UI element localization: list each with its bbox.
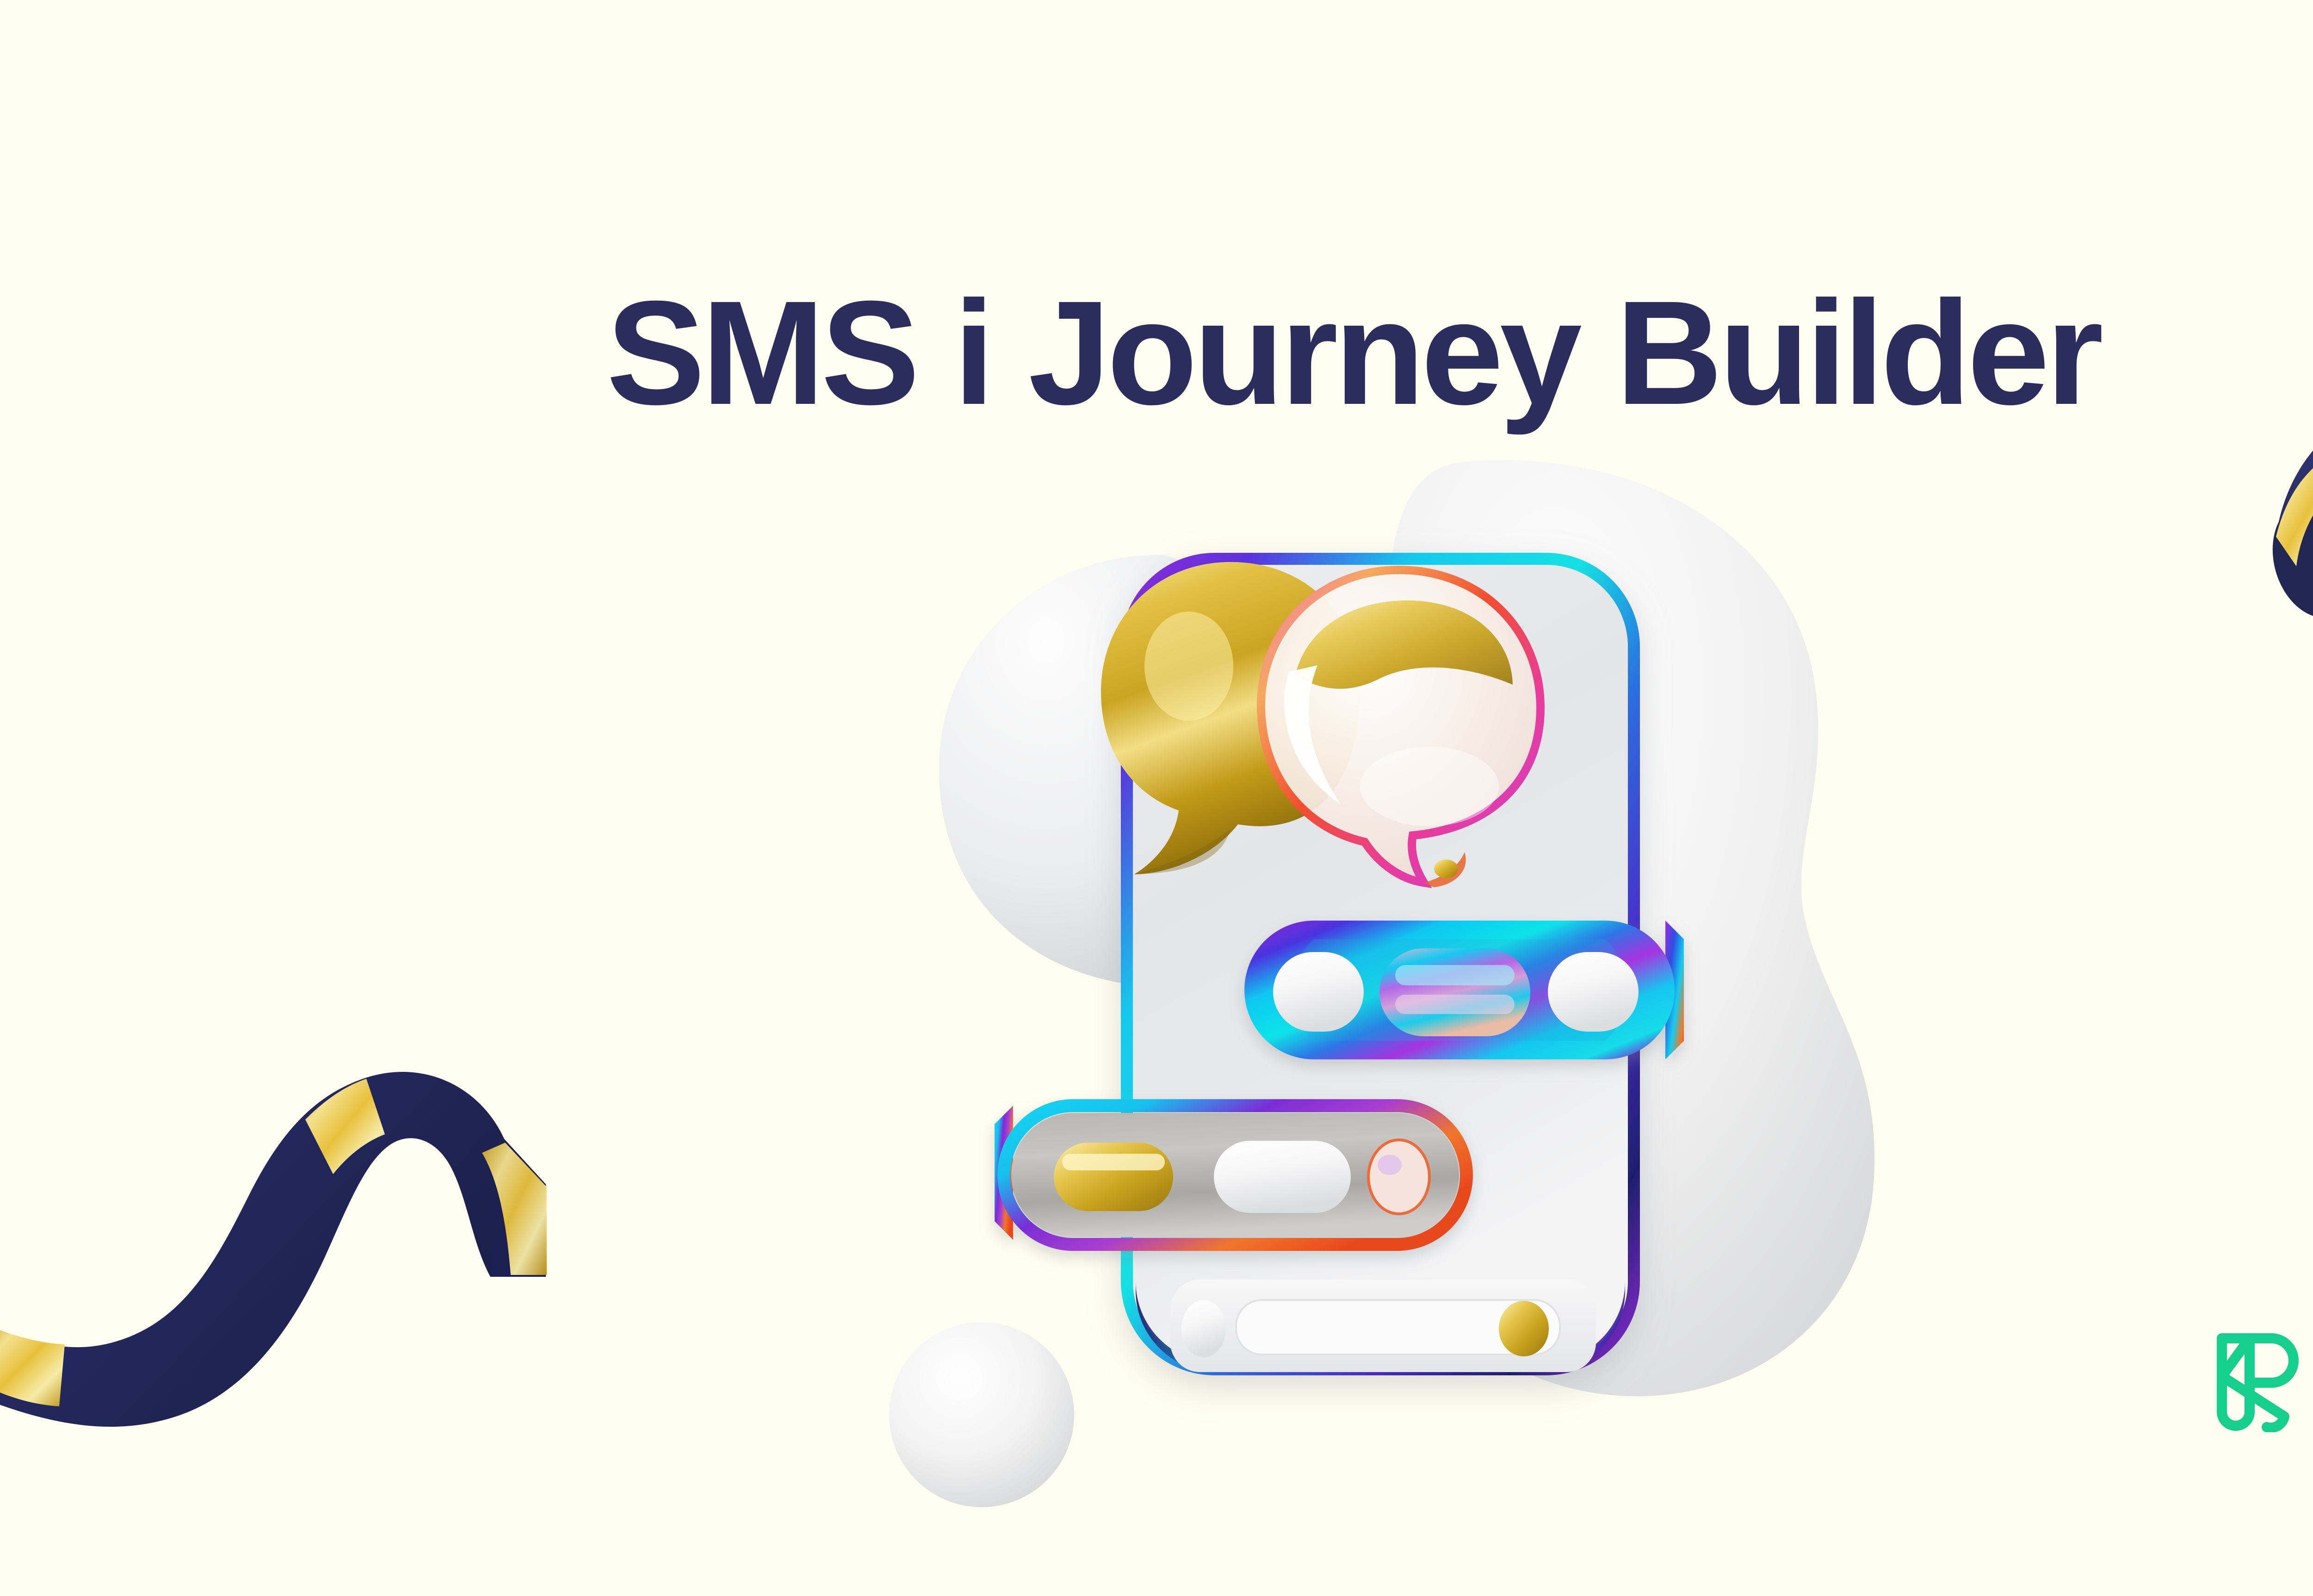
journey-toggle-upper (1244, 921, 1684, 1059)
navy-gold-ribbon-bottom-left (0, 1072, 547, 1427)
rule-monogram-icon (2216, 1332, 2300, 1432)
journey-toggle-lower (995, 1099, 1473, 1251)
navy-gold-ribbon-top-right (2272, 451, 2313, 618)
white-sphere (889, 1322, 1074, 1507)
message-input-bar (1170, 1280, 1596, 1372)
brand-logo[interactable]: RULE (2216, 1332, 2313, 1432)
page-title: SMS i Journey Builder (606, 270, 2103, 436)
glass-chat-bubble (1256, 565, 1545, 888)
